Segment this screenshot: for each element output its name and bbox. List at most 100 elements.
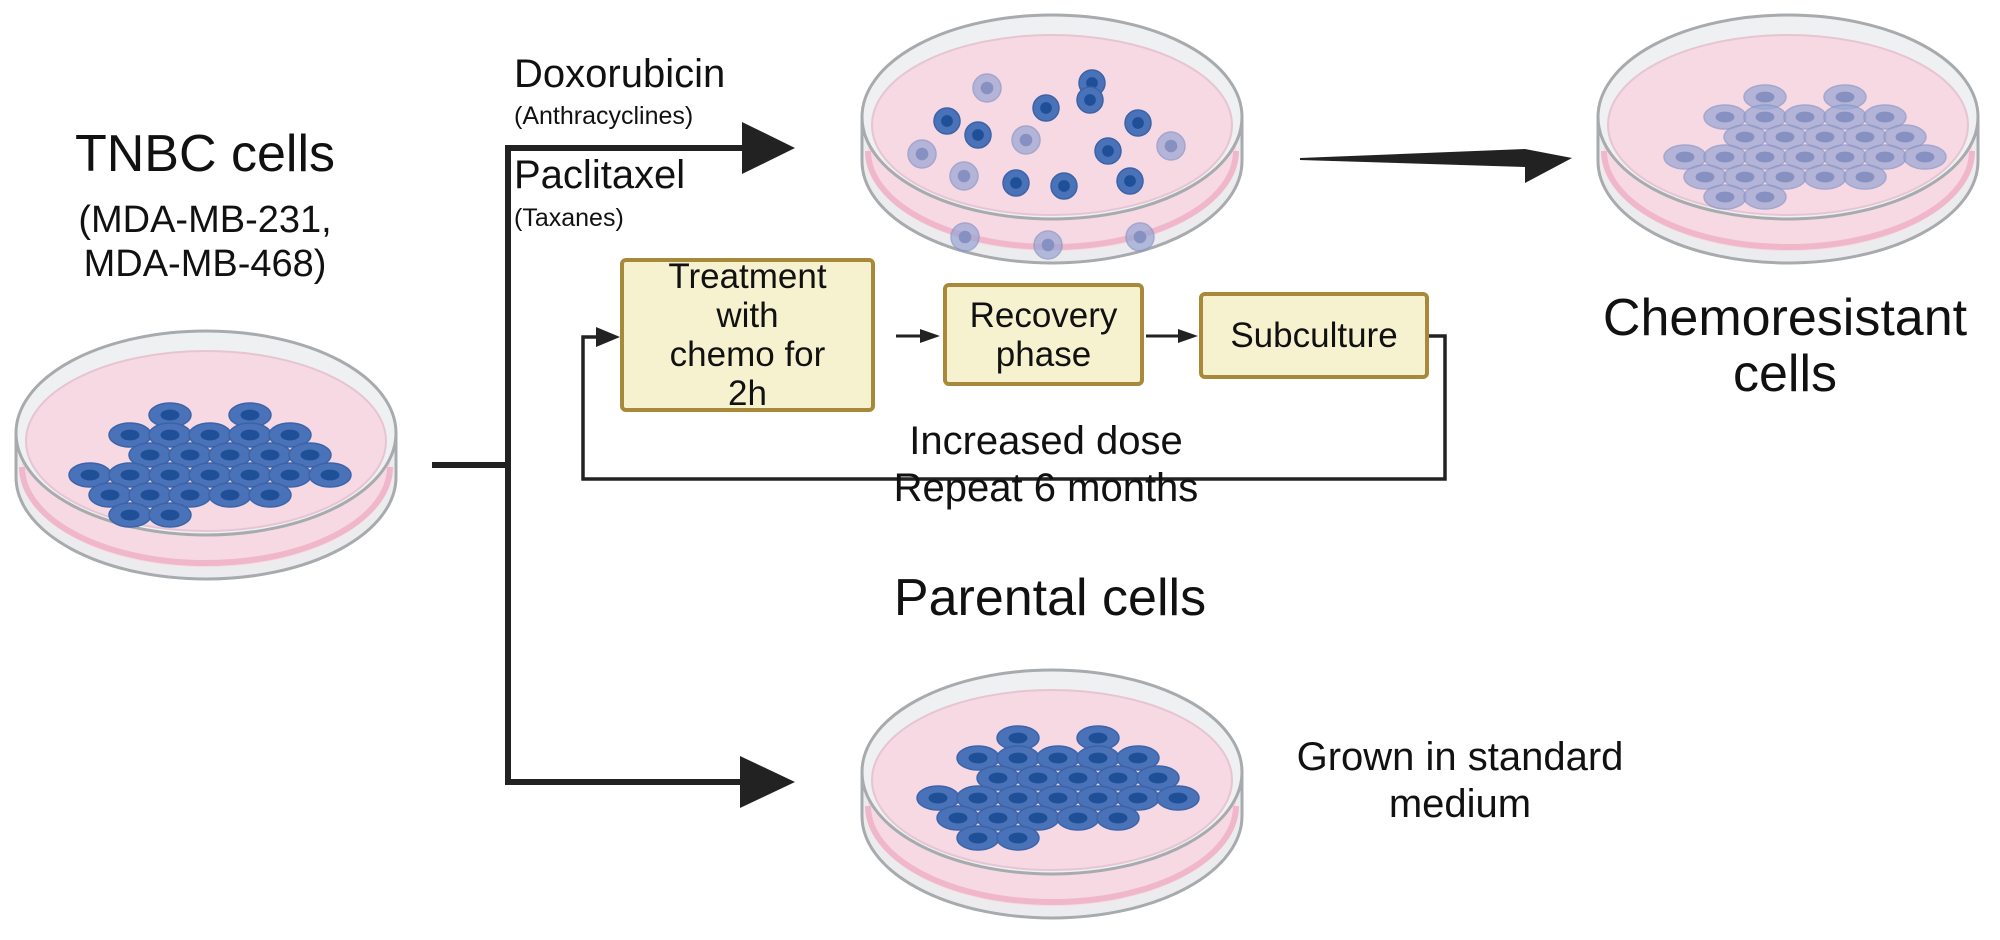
cell-nucleus xyxy=(1108,812,1128,824)
arrow-to-treated-dish xyxy=(742,122,795,174)
detached-cell xyxy=(950,222,980,252)
detached-cell xyxy=(907,139,937,169)
cell-nucleus xyxy=(1795,151,1815,163)
cell-nucleus xyxy=(180,449,200,461)
cell-nucleus xyxy=(1102,145,1114,157)
detached-cell xyxy=(1883,124,1927,150)
arrow-recovery-to-subculture-head xyxy=(1178,329,1198,343)
parental-cells-title: Parental cells xyxy=(893,569,1207,627)
cell-nucleus xyxy=(1008,732,1028,744)
detached-cell xyxy=(1863,144,1907,170)
cell-nucleus xyxy=(915,147,929,161)
detached-cell xyxy=(1843,164,1887,190)
cell-nucleus xyxy=(1755,91,1775,103)
cell-nucleus xyxy=(1855,171,1875,183)
cell-nucleus xyxy=(1735,171,1755,183)
detached-cell xyxy=(1903,144,1947,170)
doxorubicin-class-label: (Anthracyclines) xyxy=(514,102,694,130)
cell xyxy=(208,482,252,508)
cell-nucleus xyxy=(1675,151,1695,163)
cell-nucleus xyxy=(240,469,260,481)
chemoresistant-label-line-1: Chemoresistant xyxy=(1602,289,1968,347)
cell-nucleus xyxy=(1019,133,1033,147)
cell xyxy=(916,785,960,811)
cell-nucleus xyxy=(1108,772,1128,784)
cell xyxy=(1056,805,1100,831)
cell xyxy=(128,482,172,508)
cell-nucleus xyxy=(1815,131,1835,143)
cell xyxy=(996,825,1040,851)
cell xyxy=(168,482,212,508)
cell xyxy=(1116,785,1160,811)
cell-nucleus xyxy=(280,469,300,481)
cell-nucleus xyxy=(1895,131,1915,143)
cell xyxy=(956,785,1000,811)
cell-nucleus xyxy=(1088,732,1108,744)
cell-nucleus xyxy=(1735,131,1755,143)
cell xyxy=(996,745,1040,771)
cell-nucleus xyxy=(1008,752,1028,764)
cell-nucleus xyxy=(1695,171,1715,183)
detached-cell xyxy=(1763,124,1807,150)
cell xyxy=(148,502,192,528)
cell-nucleus xyxy=(1164,139,1178,153)
cell xyxy=(1094,137,1122,165)
cell-nucleus xyxy=(120,429,140,441)
cell-nucleus xyxy=(1915,151,1935,163)
cell-nucleus xyxy=(1795,111,1815,123)
cell xyxy=(148,422,192,448)
flow-connectors xyxy=(432,122,1572,808)
tnbc-dish xyxy=(14,329,398,581)
cell xyxy=(108,502,152,528)
cell-nucleus xyxy=(220,449,240,461)
paclitaxel-label: Paclitaxel xyxy=(514,153,686,197)
cell xyxy=(1002,169,1030,197)
cell-nucleus xyxy=(1010,177,1022,189)
detached-cell xyxy=(1703,104,1747,130)
cell-nucleus xyxy=(240,409,260,421)
cell-nucleus xyxy=(988,772,1008,784)
detached-cell xyxy=(1863,104,1907,130)
chemoresistant-dish xyxy=(1596,13,1980,265)
cell-nucleus xyxy=(1068,772,1088,784)
cell xyxy=(1076,785,1120,811)
cell xyxy=(228,422,272,448)
cell-nucleus xyxy=(1815,171,1835,183)
cell xyxy=(108,462,152,488)
cell-nucleus xyxy=(1048,792,1068,804)
detached-cell xyxy=(1723,164,1767,190)
cell xyxy=(148,402,192,428)
detached-cell xyxy=(1033,230,1063,260)
cell xyxy=(996,725,1040,751)
recovery-phase-box: Recovery phase xyxy=(943,283,1144,386)
cell-nucleus xyxy=(160,509,180,521)
cell-nucleus xyxy=(120,509,140,521)
cell xyxy=(268,422,312,448)
cell-nucleus xyxy=(1088,752,1108,764)
standard-medium-label-line-1: Grown in standard xyxy=(1296,735,1624,779)
cell-nucleus xyxy=(1086,77,1098,89)
cell-nucleus xyxy=(1124,175,1136,187)
cell xyxy=(1156,785,1200,811)
cell xyxy=(168,442,212,468)
cell xyxy=(933,107,961,135)
paclitaxel-class-label: (Taxanes) xyxy=(514,204,624,232)
detached-cell xyxy=(949,161,979,191)
cell-nucleus xyxy=(1835,151,1855,163)
cell xyxy=(208,442,252,468)
cell-nucleus xyxy=(1715,191,1735,203)
cell xyxy=(308,462,352,488)
cell-nucleus xyxy=(140,489,160,501)
cell-nucleus xyxy=(1058,180,1070,192)
detached-cell xyxy=(1743,104,1787,130)
cell-nucleus xyxy=(1715,151,1735,163)
branch-stem-line xyxy=(432,148,511,782)
subculture-box: Subculture xyxy=(1199,292,1429,379)
tnbc-cell-line-2: MDA-MB-468) xyxy=(83,243,327,285)
cell xyxy=(68,462,112,488)
cell-nucleus xyxy=(1128,752,1148,764)
cell-nucleus xyxy=(80,469,100,481)
cell xyxy=(1050,172,1078,200)
